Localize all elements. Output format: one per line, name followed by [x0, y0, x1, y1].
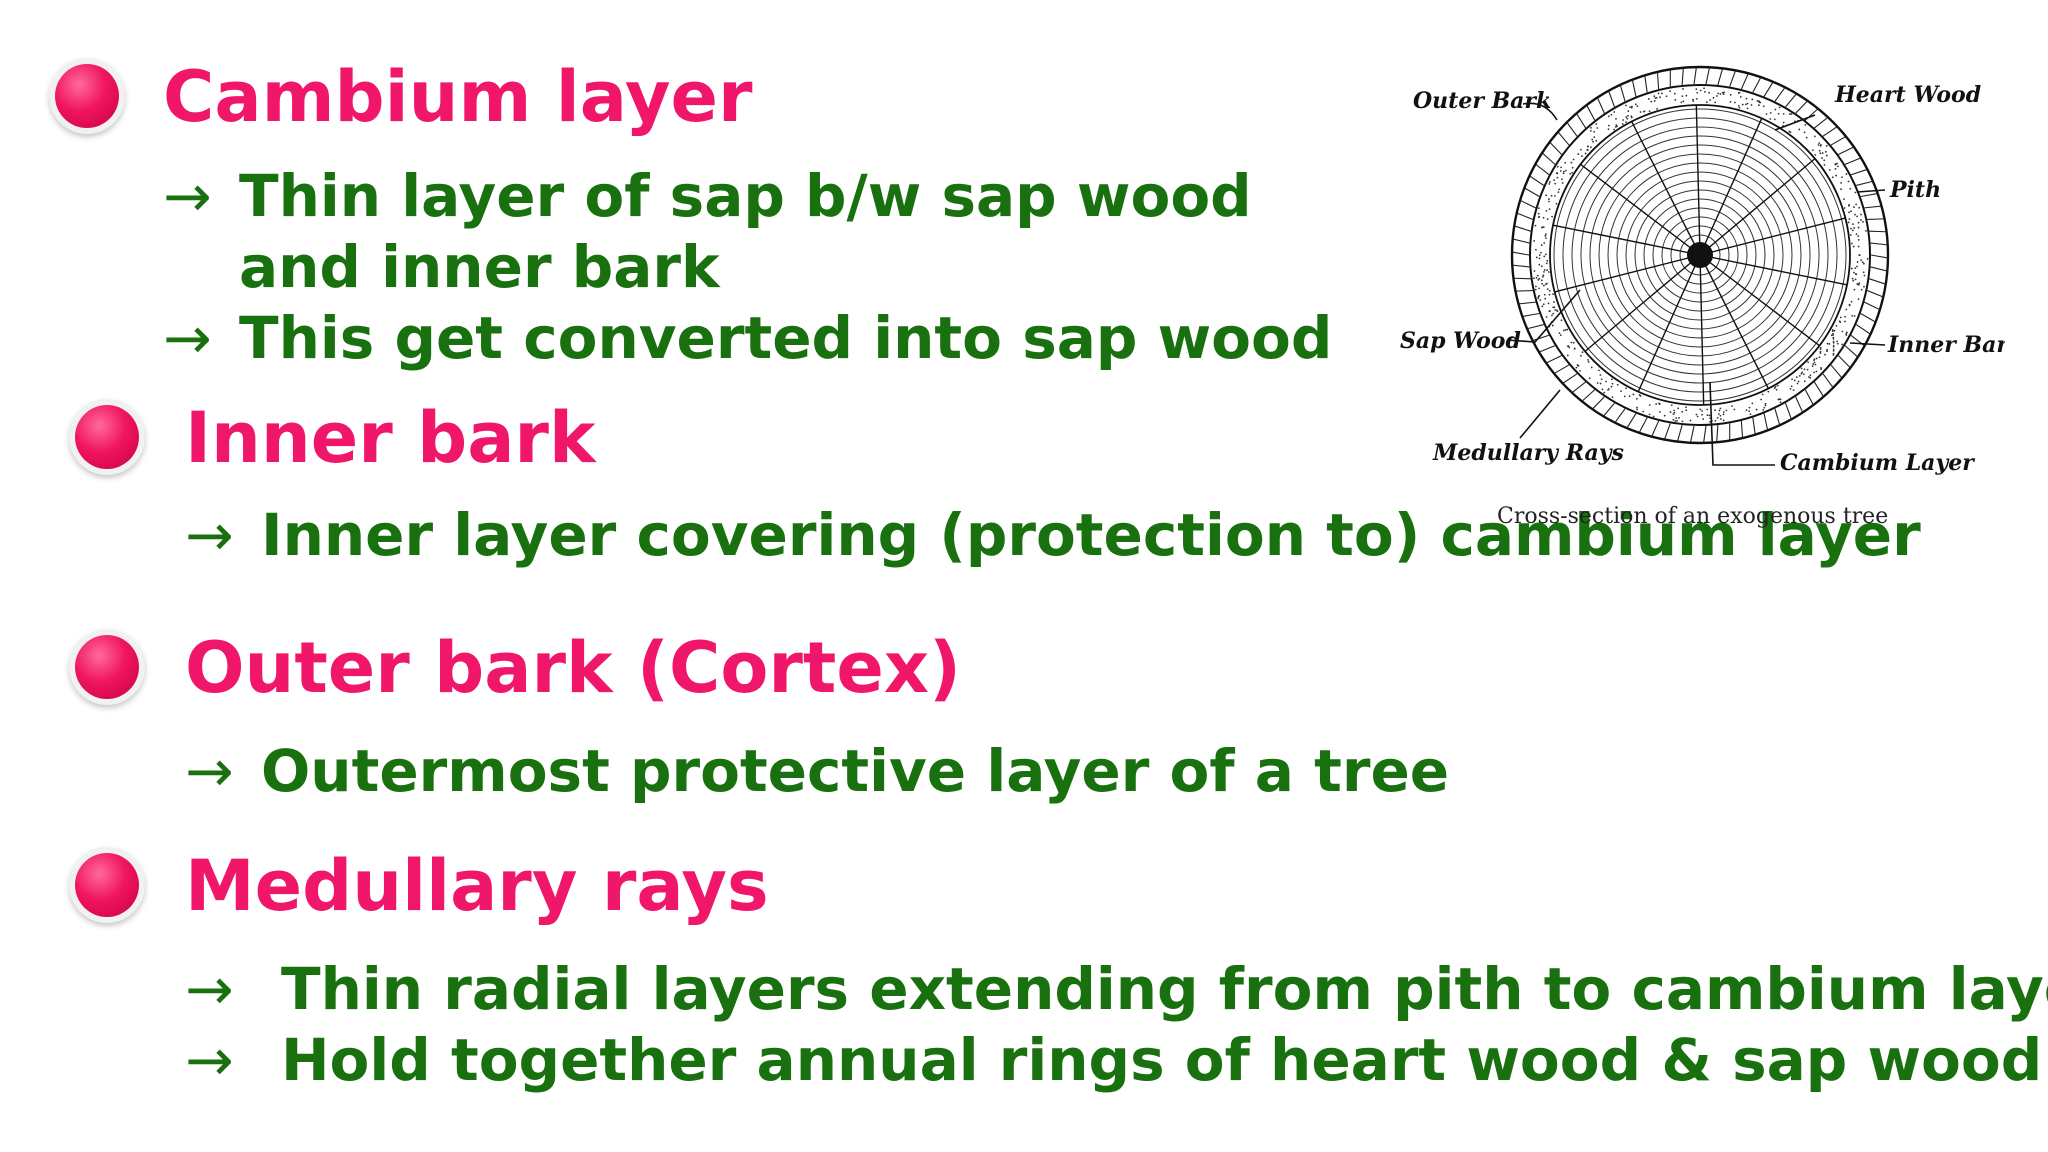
outer-bark-line-1: →Outermost protective layer of a tree [185, 742, 1449, 800]
line-text: Outermost protective layer of a tree [261, 737, 1450, 805]
tree-cross-section-diagram: Outer Bark Heart Wood Pith Sap Wood Inne… [1400, 65, 2005, 529]
line-text: Hold together annual rings of heart wood… [281, 1026, 2048, 1094]
arrow-right-icon: → [163, 162, 212, 230]
bullet-icon [75, 635, 139, 699]
arrow-right-icon: → [185, 501, 234, 569]
arrow-right-icon: → [185, 737, 234, 805]
medullary-ray-lines [1552, 105, 1848, 405]
heading-medullary-rays: Medullary rays [185, 845, 769, 927]
label-cambium-layer: Cambium Layer [1780, 450, 1975, 476]
arrow-right-icon: → [185, 1026, 234, 1094]
cambium-line-2: and inner bark [163, 238, 720, 296]
label-outer-bark: Outer Bark [1413, 88, 1551, 114]
heading-cambium-layer: Cambium layer [163, 56, 753, 138]
line-text: This get converted into sap wood [239, 304, 1333, 372]
bullet-icon [55, 64, 119, 128]
inner-bark-line-1: →Inner layer covering (protection to) ca… [185, 506, 1921, 564]
arrow-right-icon: → [163, 304, 212, 372]
bullet-icon [75, 853, 139, 917]
pith-dot [1687, 242, 1713, 268]
cambium-line-3: →This get converted into sap wood [163, 309, 1332, 367]
line-text: Thin radial layers extending from pith t… [281, 955, 2048, 1023]
medullary-line-2: →Hold together annual rings of heart woo… [185, 1031, 2048, 1089]
label-pith: Pith [1889, 177, 1941, 203]
heading-inner-bark: Inner bark [185, 397, 596, 479]
heading-outer-bark: Outer bark (Cortex) [185, 627, 962, 709]
line-text: Thin layer of sap b/w sap wood [239, 162, 1252, 230]
bullet-icon [75, 405, 139, 469]
label-inner-bark: Inner Bark [1887, 332, 2005, 358]
leader-lines [1506, 102, 1886, 466]
label-medullary-rays: Medullary Rays [1432, 440, 1624, 466]
arrow-right-icon: → [185, 955, 234, 1023]
label-heart-wood: Heart Wood [1834, 82, 1981, 108]
line-text: and inner bark [239, 233, 720, 301]
diagram-caption: Cross-section of an exogenous tree [1497, 504, 1888, 529]
line-text: Inner layer covering (protection to) cam… [261, 501, 1921, 569]
label-sap-wood: Sap Wood [1400, 328, 1521, 354]
cambium-line-1: →Thin layer of sap b/w sap wood [163, 167, 1252, 225]
medullary-line-1: →Thin radial layers extending from pith … [185, 960, 2048, 1018]
